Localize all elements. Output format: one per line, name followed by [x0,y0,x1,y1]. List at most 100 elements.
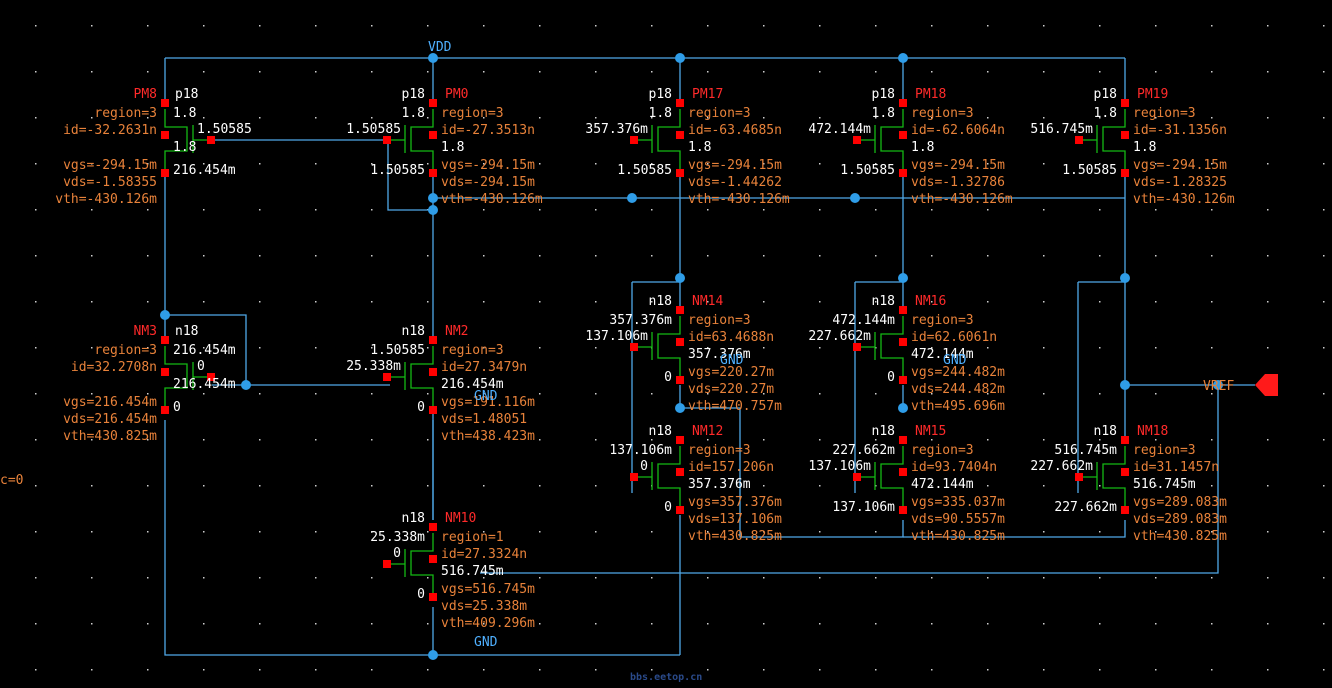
device-param-nm10-3: vds=25.338m [441,599,527,614]
pin-nm12-2[interactable] [676,506,684,514]
device-param-nm3-1: id=32.2708n [71,360,157,375]
pin-nm16-2[interactable] [899,376,907,384]
device-param-pm8-2: vgs=-294.15m [63,158,157,173]
pin-pm17-3[interactable] [630,136,638,144]
device-param-nm12-4: vth=430.825m [688,529,782,544]
device-param-nm12-0: region=3 [688,443,751,458]
pin-pm0-0[interactable] [429,99,437,107]
gnd-net-label-bottom: GND [474,635,498,650]
pin-nm14-1[interactable] [676,338,684,346]
pin-nm12-0[interactable] [676,436,684,444]
pin-nm10-3[interactable] [383,560,391,568]
device-param-nm14-2: vgs=220.27m [688,365,774,380]
pin-nm18-2[interactable] [1121,506,1129,514]
device-param-nm18-0: region=3 [1133,443,1196,458]
pin-nm18-1[interactable] [1121,468,1129,476]
pin-voltage-pm18-1: 1.8 [911,140,934,155]
pin-nm3-1[interactable] [161,368,169,376]
pin-voltage-pm8-2: 216.454m [173,163,236,178]
device-param-nm2-2: vgs=191.116m [441,395,535,410]
device-param-nm16-3: vds=244.482m [911,382,1005,397]
pin-voltage-pm0-2: 1.50585 [370,163,425,178]
pin-pm18-3[interactable] [853,136,861,144]
pin-nm2-1[interactable] [429,368,437,376]
pin-nm16-1[interactable] [899,338,907,346]
pin-nm18-3[interactable] [1075,473,1083,481]
pin-pm19-0[interactable] [1121,99,1129,107]
pin-nm3-2[interactable] [161,406,169,414]
device-param-pm18-2: vgs=-294.15m [911,158,1005,173]
pin-voltage-nm14-2: 0 [664,370,672,385]
device-name-pm8: PM8 [134,87,157,102]
pin-pm17-2[interactable] [676,169,684,177]
device-model-nm2: n18 [402,324,425,339]
pin-nm14-2[interactable] [676,376,684,384]
device-name-nm16: NM16 [915,294,946,309]
pin-nm10-0[interactable] [429,523,437,531]
pin-nm18-0[interactable] [1121,436,1129,444]
pin-pm0-3[interactable] [383,136,391,144]
device-param-nm15-4: vth=430.825m [911,529,1005,544]
pin-pm17-0[interactable] [676,99,684,107]
pin-nm3-3[interactable] [207,373,215,381]
pin-voltage-nm18-3: 227.662m [1030,459,1093,474]
device-param-pm17-1: id=-63.4685n [688,123,782,138]
pin-nm14-3[interactable] [630,343,638,351]
device-param-nm3-3: vds=216.454m [63,412,157,427]
pin-nm15-0[interactable] [899,436,907,444]
pin-nm16-3[interactable] [853,343,861,351]
pin-voltage-pm17-3: 357.376m [585,122,648,137]
pin-nm12-1[interactable] [676,468,684,476]
pin-pm18-2[interactable] [899,169,907,177]
pin-nm10-1[interactable] [429,555,437,563]
pin-voltage-pm17-2: 1.50585 [617,163,672,178]
vdd-net-label: VDD [428,40,452,55]
device-param-pm17-2: vgs=-294.15m [688,158,782,173]
device-param-nm10-1: id=27.3324n [441,547,527,562]
pin-pm0-1[interactable] [429,131,437,139]
pin-pm8-3[interactable] [207,136,215,144]
pin-pm17-1[interactable] [676,131,684,139]
pin-nm10-2[interactable] [429,593,437,601]
pin-voltage-pm19-2: 1.50585 [1062,163,1117,178]
pin-voltage-nm3-3: 0 [197,359,205,374]
device-model-nm16: n18 [872,294,895,309]
device-param-nm10-2: vgs=516.745m [441,582,535,597]
watermark: bbs.eetop.cn [630,672,702,683]
pin-pm19-3[interactable] [1075,136,1083,144]
device-param-pm17-4: vth=-430.126m [688,192,790,207]
pin-pm19-2[interactable] [1121,169,1129,177]
pin-nm14-0[interactable] [676,306,684,314]
pin-nm16-0[interactable] [899,306,907,314]
pin-voltage-nm18-2: 227.662m [1054,500,1117,515]
pin-nm2-0[interactable] [429,336,437,344]
pin-nm15-1[interactable] [899,468,907,476]
pin-nm3-0[interactable] [161,336,169,344]
pin-voltage-pm19-1: 1.8 [1133,140,1156,155]
device-param-nm15-0: region=3 [911,443,974,458]
pin-nm2-3[interactable] [383,373,391,381]
pin-pm18-1[interactable] [899,131,907,139]
pin-pm0-2[interactable] [429,169,437,177]
pin-pm19-1[interactable] [1121,131,1129,139]
device-model-nm18: n18 [1094,424,1117,439]
pin-pm18-0[interactable] [899,99,907,107]
device-param-nm14-3: vds=220.27m [688,382,774,397]
device-param-pm0-2: vgs=-294.15m [441,158,535,173]
gnd-net-label-nm16: GND [943,353,967,368]
device-model-pm0: p18 [402,87,425,102]
pin-pm8-0[interactable] [161,99,169,107]
device-param-pm17-3: vds=-1.44262 [688,175,782,190]
pin-nm2-2[interactable] [429,406,437,414]
junctions [160,53,1223,660]
vref-port-icon[interactable] [1255,374,1278,396]
device-model-pm19: p18 [1094,87,1117,102]
pin-pm8-1[interactable] [161,131,169,139]
pin-nm15-2[interactable] [899,506,907,514]
pin-voltage-nm16-0: 472.144m [832,313,895,328]
pin-nm12-3[interactable] [630,473,638,481]
pin-voltage-nm15-0: 227.662m [832,443,895,458]
pin-nm15-3[interactable] [853,473,861,481]
pin-pm8-2[interactable] [161,169,169,177]
